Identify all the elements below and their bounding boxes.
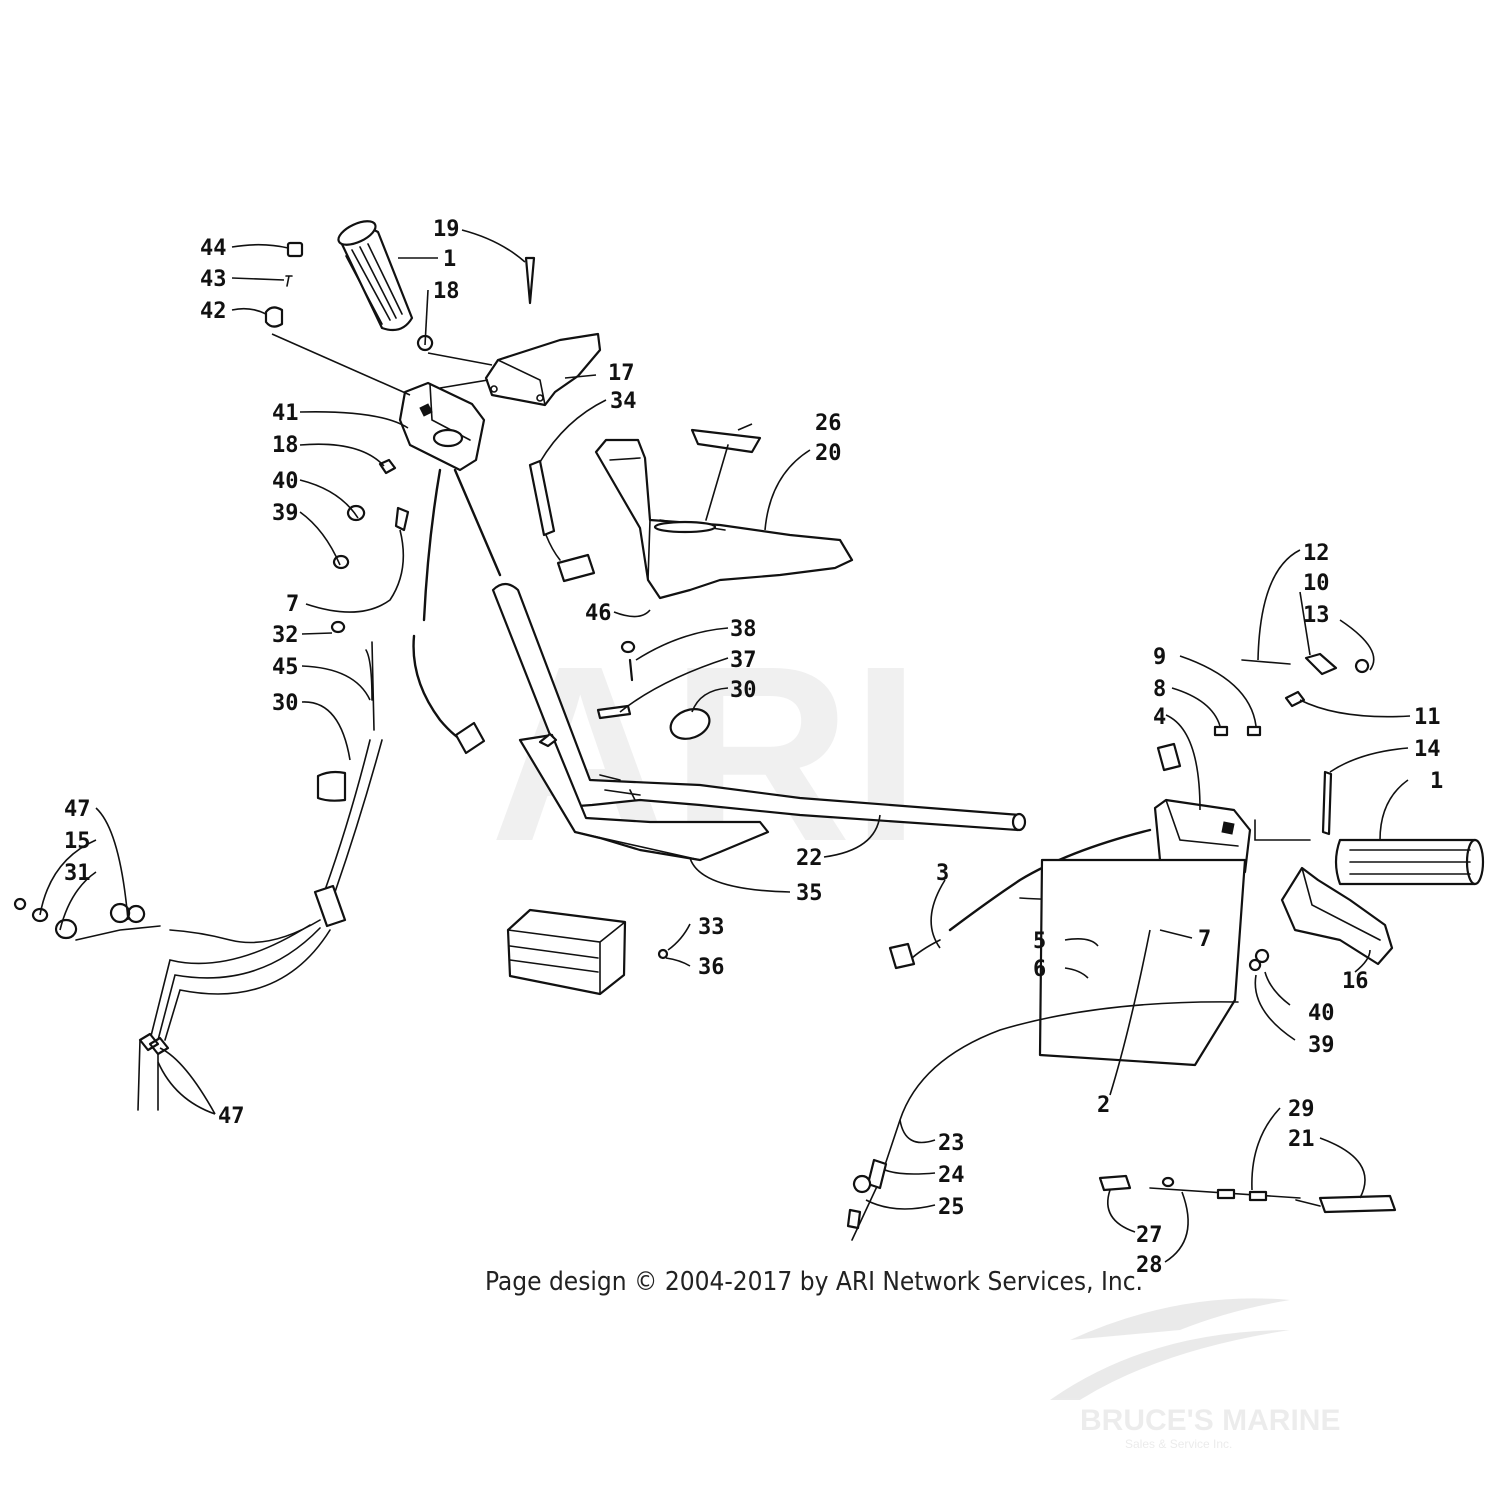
left-grip [337, 220, 414, 332]
callout-18: 18 [272, 433, 299, 458]
callout-39: 39 [1308, 1033, 1335, 1058]
brake-lever [1248, 866, 1394, 972]
callout-19: 19 [433, 217, 460, 242]
callout-40: 40 [272, 469, 299, 494]
callout-13: 13 [1303, 603, 1330, 628]
callout-41: 41 [272, 401, 299, 426]
left-housing-cables [412, 468, 502, 755]
callout-28: 28 [1136, 1253, 1163, 1278]
callout-14: 14 [1414, 737, 1441, 762]
callout-23: 23 [938, 1131, 965, 1156]
callout-44: 44 [200, 236, 227, 261]
callout-34: 34 [610, 389, 637, 414]
callout-4: 4 [1153, 705, 1166, 730]
callout-labels: 44 43 42 1 18 19 41 18 40 39 7 17 34 26 … [64, 217, 1443, 1278]
callout-1: 1 [443, 247, 456, 272]
callout-7: 7 [1198, 927, 1211, 952]
callout-7: 7 [286, 592, 299, 617]
dealer-watermark-name: BRUCE'S MARINE [1080, 1404, 1340, 1437]
callout-31: 31 [64, 861, 91, 886]
handlebar-riser [518, 732, 770, 862]
callout-37: 37 [730, 648, 757, 673]
callout-33: 33 [698, 915, 725, 940]
callout-40: 40 [1308, 1001, 1335, 1026]
callout-30: 30 [272, 691, 299, 716]
pin-19 [524, 256, 536, 305]
callout-32: 32 [272, 623, 299, 648]
copyright-notice: Page design © 2004-2017 by ARI Network S… [485, 1267, 1143, 1297]
left-small-hardware [332, 458, 410, 570]
callout-42: 42 [200, 299, 227, 324]
callout-25: 25 [938, 1195, 965, 1220]
throttle-lever [484, 332, 602, 407]
callout-39: 39 [272, 501, 299, 526]
callout-3: 3 [936, 861, 949, 886]
decal-and-cable [846, 858, 1247, 1241]
hardware-38-37-30 [596, 640, 711, 740]
dealer-watermark-tagline: Sales & Service Inc. [1125, 1437, 1232, 1451]
right-grip [1321, 770, 1485, 886]
callout-8: 8 [1153, 677, 1166, 702]
callout-30: 30 [730, 678, 757, 703]
callout-29: 29 [1288, 1097, 1315, 1122]
callout-21: 21 [1288, 1127, 1315, 1152]
storage-box [506, 908, 669, 996]
callout-45: 45 [272, 655, 299, 680]
callout-36: 36 [698, 955, 725, 980]
callout-9: 9 [1153, 645, 1166, 670]
dealer-watermark [1050, 1298, 1290, 1400]
callout-47: 47 [218, 1104, 245, 1129]
callout-12: 12 [1303, 541, 1330, 566]
hardware-27-28-29-21 [1098, 1174, 1397, 1214]
callout-35: 35 [796, 881, 823, 906]
left-control-housing [398, 334, 486, 472]
callout-18: 18 [433, 279, 460, 304]
callout-11: 11 [1414, 705, 1441, 730]
kill-switch [528, 459, 596, 583]
callout-6: 6 [1033, 957, 1046, 982]
callout-1: 1 [1430, 769, 1443, 794]
callout-24: 24 [938, 1163, 965, 1188]
callout-17: 17 [608, 361, 635, 386]
callout-2: 2 [1097, 1093, 1110, 1118]
right-bracket-parts [1241, 652, 1370, 708]
callout-26: 26 [815, 411, 842, 436]
callout-20: 20 [815, 441, 842, 466]
callout-27: 27 [1136, 1223, 1163, 1248]
callout-38: 38 [730, 617, 757, 642]
handlebar [491, 582, 1027, 832]
callout-47: 47 [64, 797, 91, 822]
callout-10: 10 [1303, 571, 1330, 596]
leader-lines [39, 229, 1411, 1263]
callout-15: 15 [64, 829, 91, 854]
handlebar-pad [594, 428, 854, 600]
callout-22: 22 [796, 846, 823, 871]
right-control-housing [1153, 725, 1311, 882]
callout-43: 43 [200, 267, 227, 292]
callout-5: 5 [1033, 929, 1046, 954]
hardware-44-43-42 [264, 241, 304, 328]
callout-46: 46 [585, 601, 612, 626]
callout-16: 16 [1342, 969, 1369, 994]
